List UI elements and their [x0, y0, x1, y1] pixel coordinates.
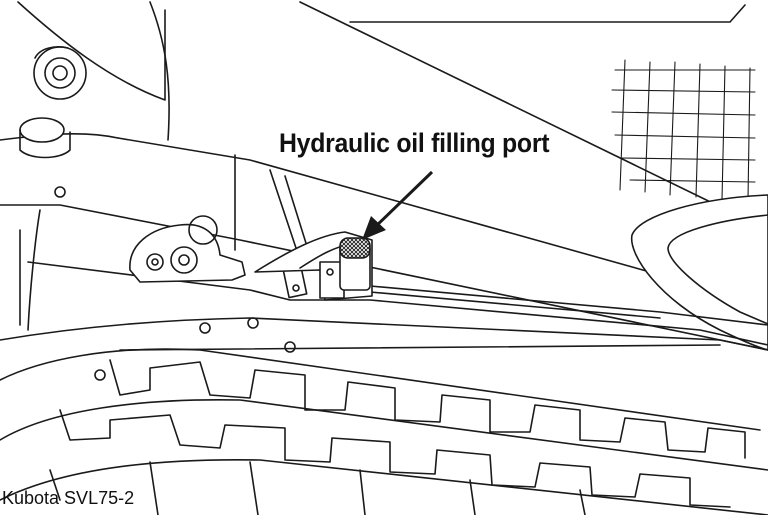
crawler-track	[0, 348, 768, 515]
fasteners	[94, 317, 296, 381]
filling-port	[254, 231, 373, 301]
filler-cap	[339, 237, 371, 259]
callout-label: Hydraulic oil filling port	[279, 128, 550, 158]
model-caption: Kubota SVL75-2	[2, 488, 135, 508]
bushing	[19, 117, 71, 198]
loader-arm	[0, 1, 768, 306]
fender	[630, 194, 768, 351]
pivot-bolt	[33, 46, 87, 100]
callout-arrow	[362, 170, 434, 240]
rear-grille	[611, 59, 756, 201]
hinge-bracket	[129, 215, 246, 283]
